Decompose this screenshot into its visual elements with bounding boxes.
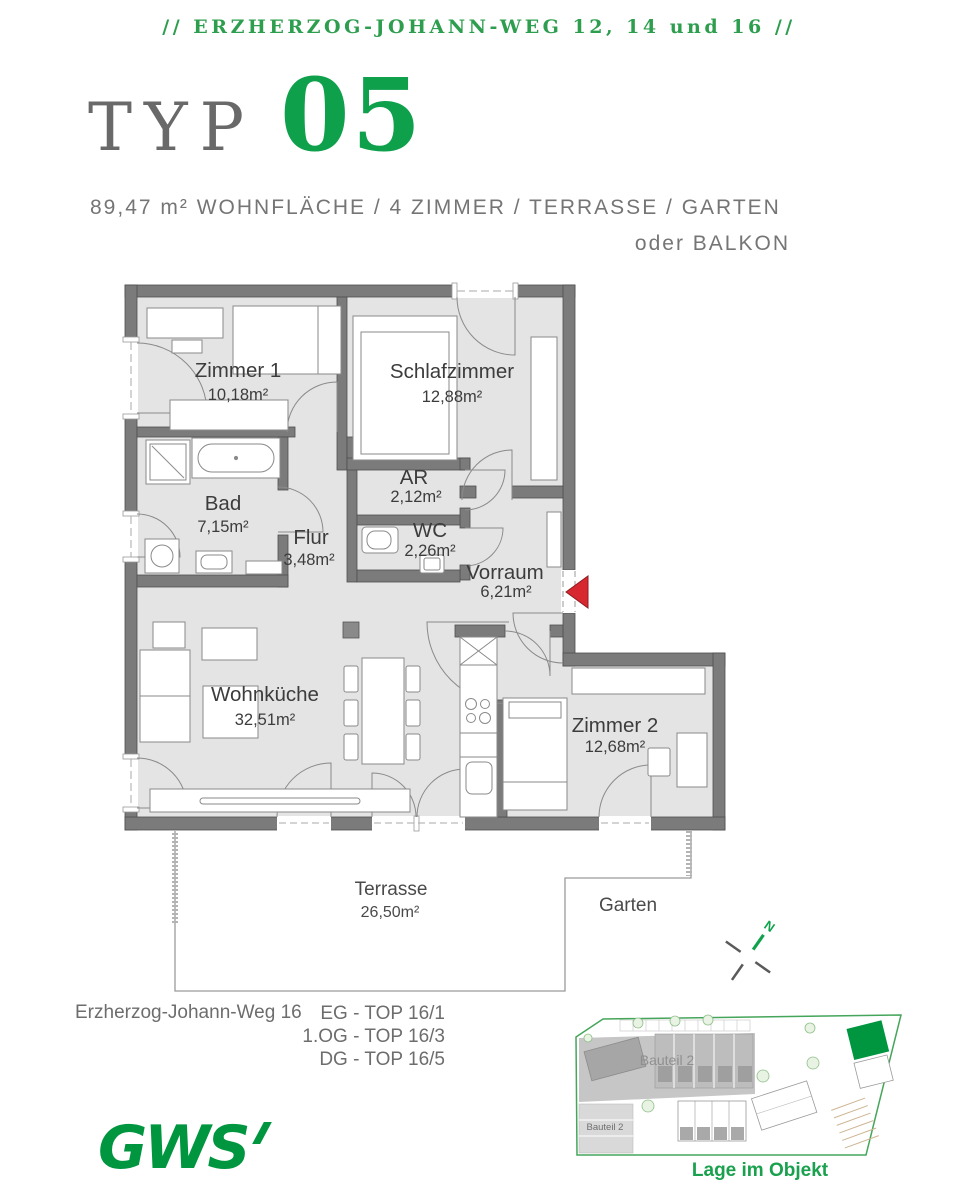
- compass-icon: N: [725, 917, 778, 981]
- siteplan-map: Bauteil 2 Bauteil 2: [575, 1014, 902, 1156]
- unit-item: DG - TOP 16/5: [319, 1049, 445, 1070]
- siteplan-label-bauteil-large: Bauteil 2: [640, 1052, 695, 1068]
- specs-line-2: oder BALKON: [634, 232, 790, 255]
- apartment-specs: 89,47 m² WOHNFLÄCHE / 4 ZIMMER / TERRASS…: [90, 196, 790, 256]
- room-labels: Zimmer 1 10,18m² Schlafzimmer 12,88m² Ba…: [195, 359, 659, 756]
- room-area: 2,12m²: [390, 488, 442, 506]
- compass-north-label: N: [761, 917, 777, 935]
- gws-logo-text: GWS: [98, 1113, 251, 1183]
- room-area: 10,18m²: [208, 386, 269, 404]
- terrace-outline: [172, 831, 692, 992]
- siteplan-trees: [583, 1014, 820, 1113]
- siteplan-parking-left: [578, 1103, 634, 1154]
- page-title: TYP 05: [88, 56, 424, 174]
- specs-line-1: 89,47 m² WOHNFLÄCHE / 4 ZIMMER / TERRASS…: [90, 196, 781, 219]
- street-header: // ERZHERZOG-JOHANN-WEG 12, 14 und 16 //: [162, 16, 796, 38]
- room-label: Bad: [205, 492, 241, 515]
- room-label: Vorraum: [466, 561, 543, 584]
- title-number: 05: [280, 56, 424, 174]
- gws-logo-tick-icon: [251, 1122, 272, 1144]
- address-street: Erzherzog-Johann-Weg 16: [75, 1002, 302, 1023]
- wall-openings: [122, 282, 651, 832]
- unit-list: EG - TOP 16/1 1.OG - TOP 16/3 DG - TOP 1…: [285, 1002, 445, 1071]
- siteplan-rowhouses-middle: [677, 1100, 747, 1142]
- room-area: 32,51m²: [235, 711, 296, 729]
- siteplan-label-bauteil-small: Bauteil 2: [587, 1122, 624, 1133]
- room-area: 12,68m²: [585, 738, 646, 756]
- room-label: Zimmer 1: [195, 359, 282, 382]
- siteplan-building: [583, 1036, 647, 1082]
- siteplan-rowhouses: [654, 1033, 754, 1089]
- siteplan-highlighted-unit: [846, 1020, 894, 1089]
- room-area: 2,26m²: [404, 542, 456, 560]
- siteplan-caption: Lage im Objekt: [691, 1160, 829, 1181]
- room-label: Wohnküche: [211, 683, 319, 706]
- title-prefix: TYP: [88, 89, 256, 166]
- entrance-arrow-icon: [565, 575, 589, 609]
- unit-item: EG - TOP 16/1: [320, 1003, 445, 1024]
- outdoor-labels: Terrasse 26,50m² Garten: [355, 879, 657, 921]
- room-area: 3,48m²: [283, 551, 335, 569]
- siteplan-parking-top: [619, 1019, 751, 1032]
- furniture: [139, 305, 708, 818]
- siteplan-parking-right: [831, 1097, 879, 1149]
- terrace-area: 26,50m²: [361, 904, 420, 921]
- room-label: Schlafzimmer: [390, 360, 514, 383]
- walls: [124, 284, 726, 831]
- gws-logo: GWS: [98, 1113, 272, 1183]
- floorplan-drawing: Zimmer 1 10,18m² Schlafzimmer 12,88m² Ba…: [122, 282, 778, 992]
- room-label: Flur: [293, 526, 328, 549]
- room-area: 7,15m²: [197, 518, 249, 536]
- room-area: 6,21m²: [480, 583, 532, 601]
- terrace-label: Terrasse: [355, 879, 428, 900]
- room-label: Zimmer 2: [572, 714, 659, 737]
- column: [342, 621, 360, 639]
- room-label: WC: [413, 519, 447, 542]
- siteplan-building-rotated: [750, 1080, 818, 1131]
- room-label: AR: [400, 466, 428, 489]
- unit-item: 1.OG - TOP 16/3: [302, 1026, 445, 1047]
- garden-label: Garten: [599, 895, 657, 916]
- room-area: 12,88m²: [422, 388, 483, 406]
